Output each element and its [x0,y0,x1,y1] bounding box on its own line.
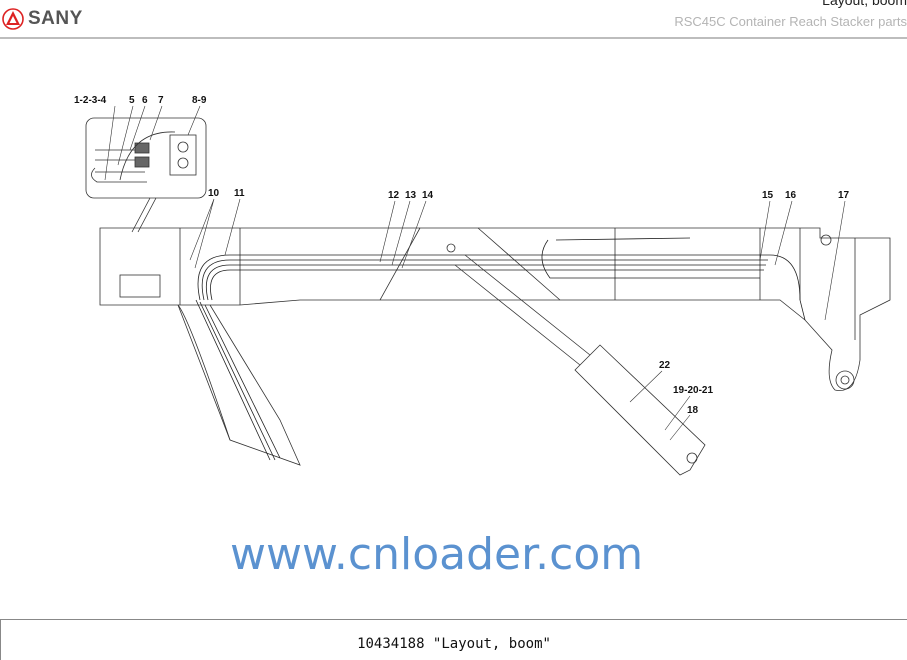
boom-outline [99,227,891,392]
detail-callout-box [85,117,207,199]
callout-10: 10 [208,188,220,199]
watermark: www.cnloader.com [230,529,644,580]
callout-22: 22 [659,360,671,371]
callout-17: 17 [838,190,850,201]
drawing-caption: 10434188 "Layout, boom" [357,636,551,652]
callout-8-9: 8-9 [192,95,207,106]
callout-13: 13 [405,190,417,201]
callout-16: 16 [785,190,797,201]
catalog-subtitle: RSC45C Container Reach Stacker parts [674,14,907,29]
callout-5: 5 [129,95,135,106]
callout-7: 7 [158,95,164,106]
callout-1-2-3-4: 1-2-3-4 [74,95,107,106]
lift-cylinder-body [574,344,706,476]
drawing-caption-bar: 10434188 "Layout, boom" [0,619,907,660]
callout-19-20-21: 19-20-21 [673,385,713,396]
sany-logo: SANY [2,8,83,30]
lift-cylinder-rod [454,254,591,366]
boom-layout-drawing: 1-2-3-4 5 6 7 8-9 10 11 12 13 14 15 16 1… [74,95,891,476]
callout-11: 11 [234,188,245,199]
page-title: Layout, boom [822,0,907,8]
callout-14: 14 [422,190,434,201]
callout-12: 12 [388,190,400,201]
boom-pivot-arm [177,304,301,466]
sany-logo-icon [2,8,24,30]
callout-6: 6 [142,95,148,106]
header-divider [0,37,907,39]
callout-18: 18 [687,405,699,416]
brand-name: SANY [28,8,83,29]
callout-15: 15 [762,190,774,201]
